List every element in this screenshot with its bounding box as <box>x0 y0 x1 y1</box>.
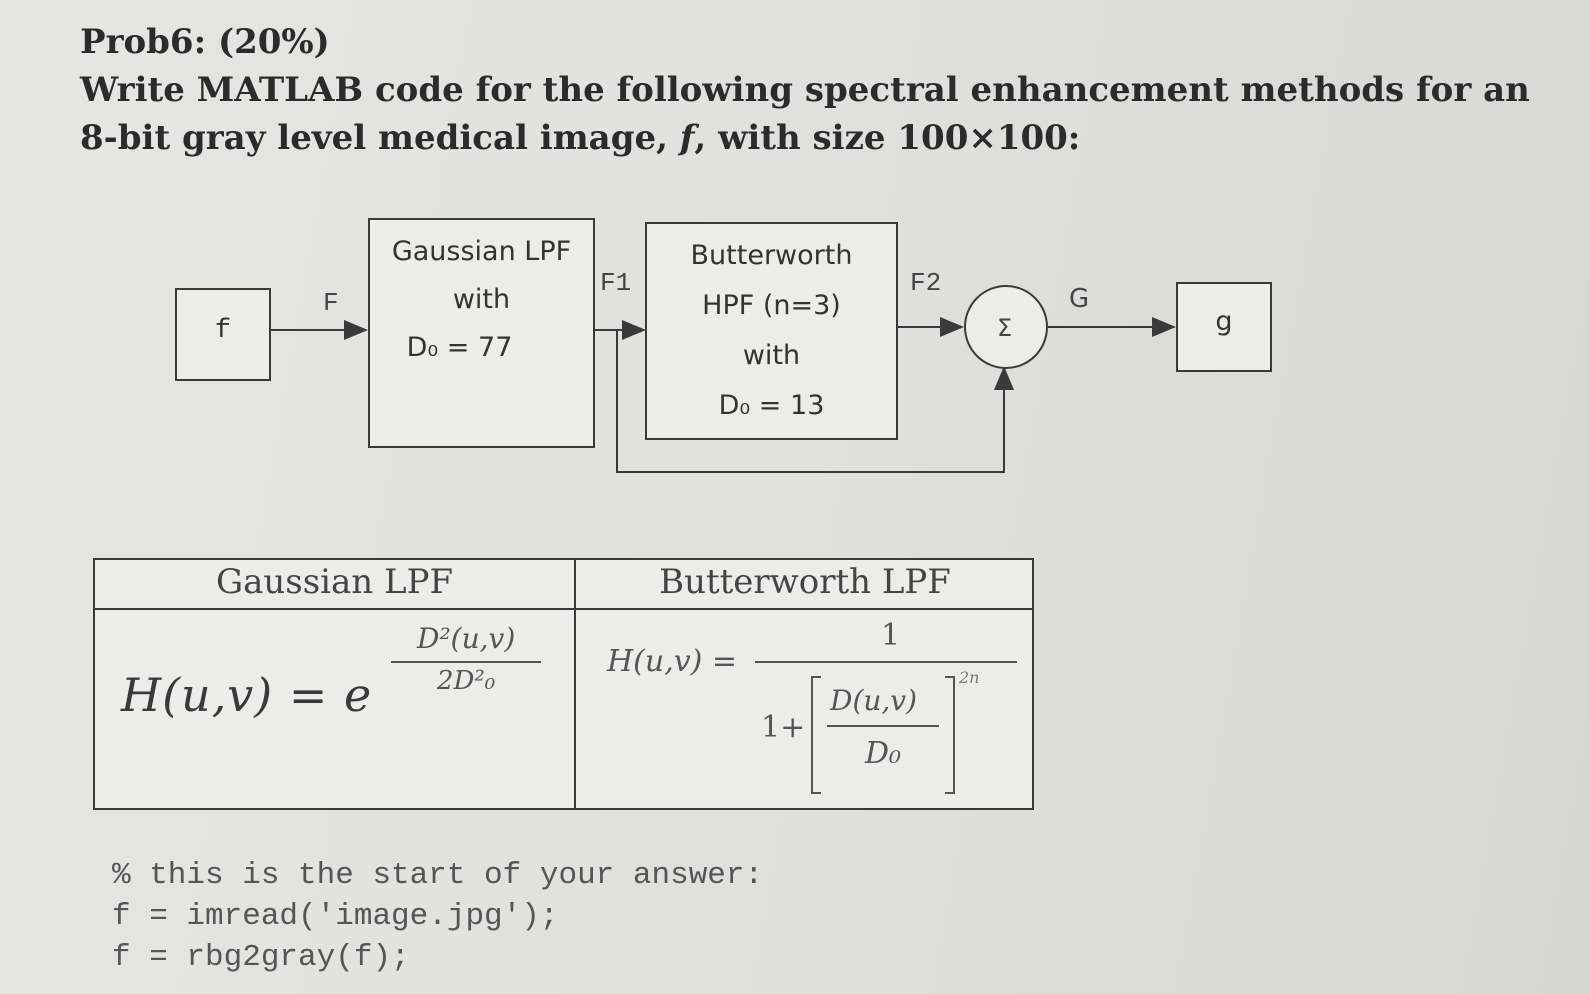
butterworth-denominator-prefix: 1+ <box>761 710 806 745</box>
butterworth-exponent: 2n <box>959 668 980 687</box>
summing-junction <box>964 285 1048 369</box>
butterworth-box-line1: Butterworth <box>690 240 853 271</box>
table-header-gaussian: Gaussian LPF <box>215 562 454 602</box>
input-label: f <box>214 316 232 346</box>
butterworth-box-line3: with <box>742 340 801 371</box>
problem-statement: Write MATLAB code for the following spec… <box>80 66 1550 162</box>
gaussian-box-line3: D₀ = 77 <box>406 332 513 363</box>
butterworth-right-bracket <box>945 676 955 794</box>
butterworth-left-bracket <box>811 676 821 794</box>
question-text-part2: , with size 100×100: <box>694 118 1081 158</box>
code-line-rgb2gray: f = rbg2gray(f); <box>112 940 410 975</box>
butterworth-box-line4: D₀ = 13 <box>718 390 825 421</box>
gaussian-box-line1: Gaussian LPF <box>391 236 572 267</box>
f1-bypass-path <box>616 330 1014 473</box>
table-row-divider <box>95 608 1032 610</box>
input-box: f <box>175 288 271 381</box>
output-box: g <box>1176 282 1272 372</box>
gaussian-formula-lhs: H(u,v) = e <box>121 668 373 722</box>
gaussian-exp-denominator: 2D²₀ <box>437 666 496 696</box>
butterworth-inner-numerator: D(u,v) <box>830 684 918 717</box>
signal-label-F1: F1 <box>600 268 632 298</box>
gaussian-exp-numerator: D²(u,v) <box>417 622 516 655</box>
output-label: g <box>1215 306 1233 337</box>
butterworth-formula-lhs: H(u,v) = <box>607 644 738 679</box>
problem-title: Prob6: (20%) <box>80 22 330 62</box>
question-variable: f <box>679 118 695 158</box>
butterworth-numerator: 1 <box>881 618 901 653</box>
gaussian-box-line2: with <box>452 284 511 315</box>
gaussian-exp-fraction-bar <box>391 661 541 663</box>
butterworth-fraction-bar <box>755 661 1017 663</box>
signal-label-F2: F2 <box>910 268 942 298</box>
table-header-butterworth: Butterworth LPF <box>659 562 951 602</box>
code-line-imread: f = imread('image.jpg'); <box>112 899 559 934</box>
table-column-divider <box>574 560 576 808</box>
filter-formula-table: Gaussian LPF Butterworth LPF H(u,v) = e … <box>93 558 1034 810</box>
signal-label-G: G <box>1069 284 1090 314</box>
butterworth-inner-denominator: D₀ <box>865 736 902 771</box>
question-text-part1: Write MATLAB code for the following spec… <box>80 70 1530 158</box>
butterworth-inner-fraction-bar <box>827 725 939 727</box>
butterworth-box-line2: HPF (n=3) <box>702 290 841 321</box>
gaussian-lpf-box: Gaussian LPF with D₀ = 77 <box>368 218 595 448</box>
code-comment-line: % this is the start of your answer: <box>112 858 764 893</box>
sum-symbol: Σ <box>997 314 1013 342</box>
signal-label-F: F <box>323 288 339 318</box>
butterworth-hpf-box: Butterworth HPF (n=3) with D₀ = 13 <box>645 222 898 440</box>
